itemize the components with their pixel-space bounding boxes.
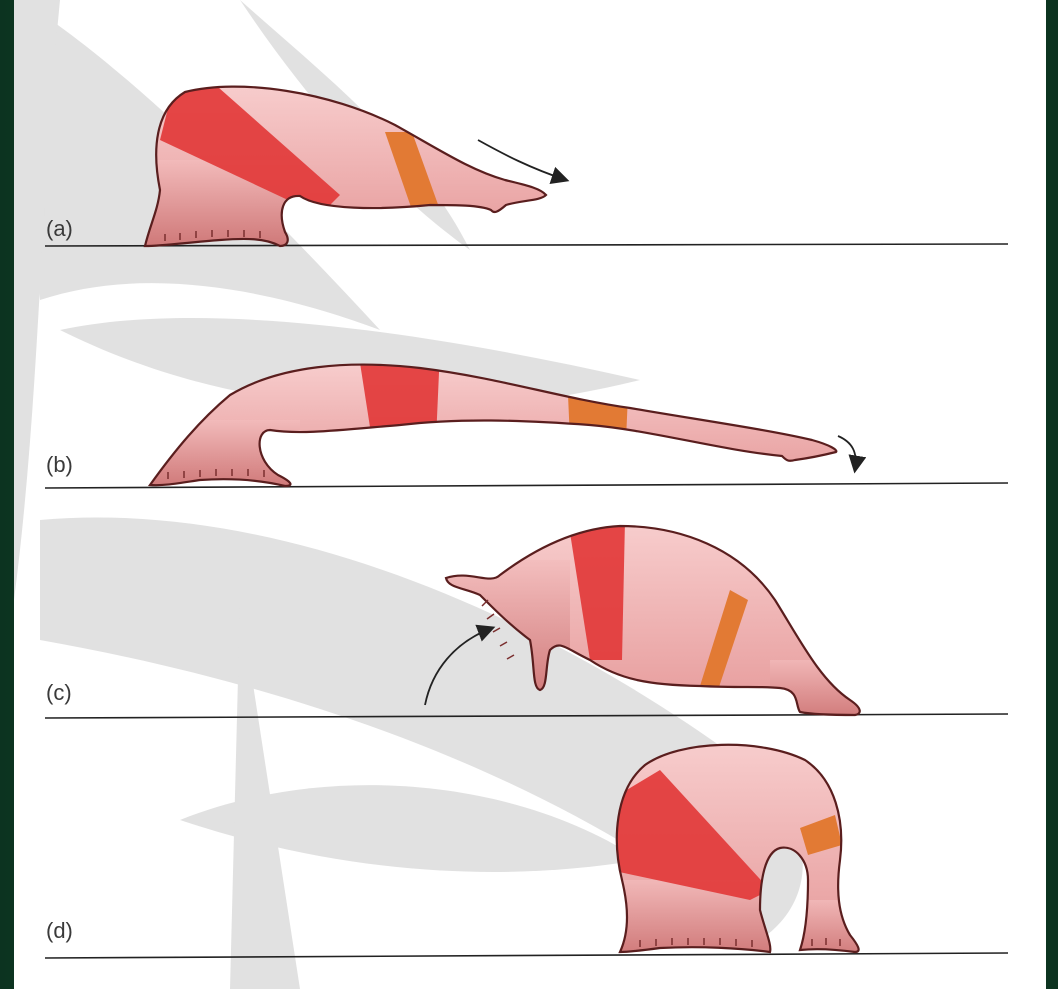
arrow-down-b	[838, 436, 856, 470]
stage-a: (a)	[45, 80, 1008, 250]
ground-line-b	[45, 483, 1008, 488]
locomotion-diagram: (a) (b)	[14, 0, 1046, 989]
animal-body-d	[610, 745, 865, 960]
slide-panel: (a) (b)	[14, 0, 1046, 989]
stage-label-c: (c)	[46, 680, 72, 705]
stage-label-b: (b)	[46, 452, 73, 477]
arrow-forward-a	[478, 140, 566, 180]
animal-body-a	[140, 80, 546, 250]
stage-label-d: (d)	[46, 918, 73, 943]
stage-label-a: (a)	[46, 216, 73, 241]
ground-line-d	[45, 953, 1008, 958]
